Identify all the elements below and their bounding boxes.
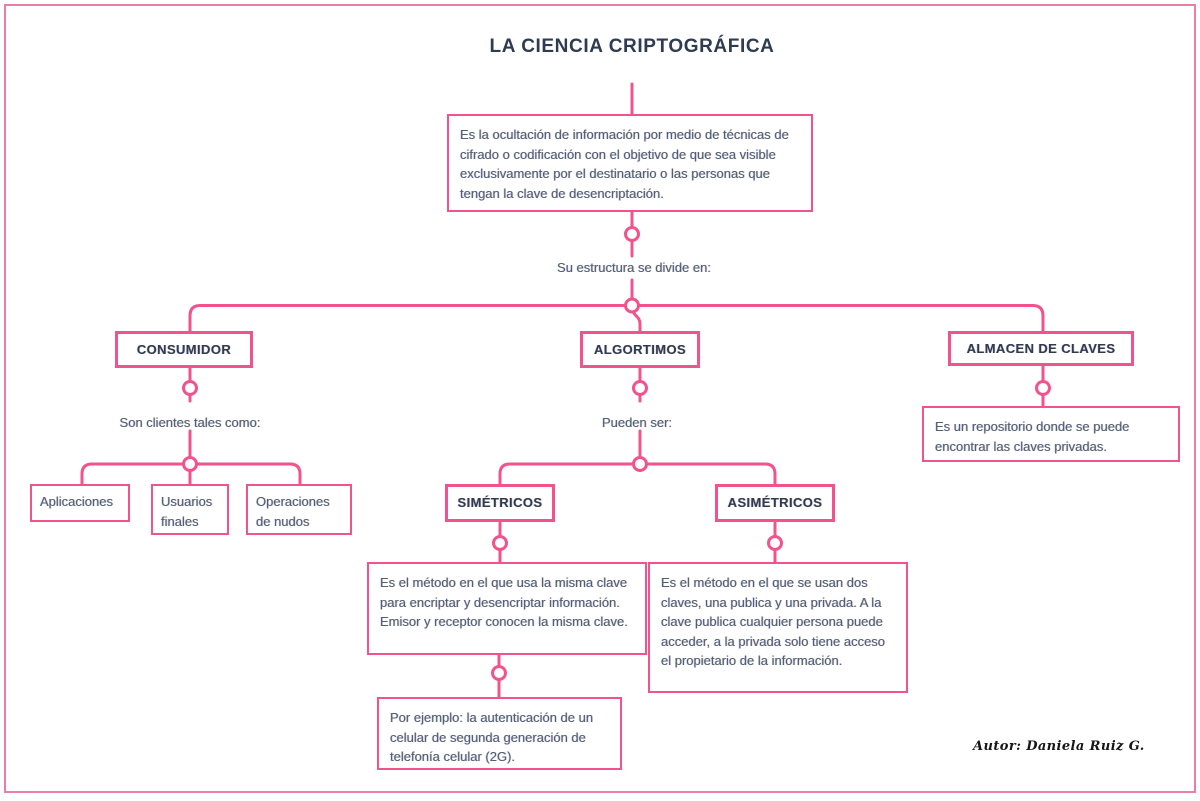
node-dot xyxy=(767,535,783,551)
simetricos-example: Por ejemplo: la autenticación de un celu… xyxy=(377,697,622,770)
node-dot xyxy=(632,380,648,396)
node-dot xyxy=(492,535,508,551)
node-dot xyxy=(182,456,198,472)
asimetricos-description: Es el método en el que se usan dos clave… xyxy=(648,562,908,693)
leaf-usuarios-finales: Usuarios finales xyxy=(151,484,229,535)
connector-main-rail xyxy=(188,304,1045,333)
node-dot xyxy=(182,380,198,396)
algoritmos-sublabel: Pueden ser: xyxy=(601,415,673,430)
almacen-description: Es un repositorio donde se puede encontr… xyxy=(922,406,1180,462)
author-signature: Autor: Daniela Ruiz G. xyxy=(973,739,1145,754)
definition-box: Es la ocultación de información por medi… xyxy=(447,114,813,212)
node-dot xyxy=(1035,380,1051,396)
node-asimetricos: ASIMÉTRICOS xyxy=(715,484,835,522)
consumidor-sublabel: Son clientes tales como: xyxy=(119,415,261,430)
leaf-aplicaciones: Aplicaciones xyxy=(30,484,130,522)
page-title: LA CIENCIA CRIPTOGRÁFICA xyxy=(489,36,775,57)
branch-algoritmos: ALGORTIMOS xyxy=(580,331,700,368)
node-dot xyxy=(624,297,640,314)
node-dot xyxy=(632,456,648,472)
branch-almacen-de-claves: ALMACEN DE CLAVES xyxy=(948,331,1134,366)
node-simetricos: SIMÉTRICOS xyxy=(445,484,555,522)
leaf-operaciones-nudos: Operaciones de nudos xyxy=(246,484,352,535)
simetricos-description: Es el método en el que usa la misma clav… xyxy=(367,562,647,655)
branch-consumidor: CONSUMIDOR xyxy=(115,331,253,368)
node-dot xyxy=(624,226,640,242)
divider-label: Su estructura se divide en: xyxy=(557,260,711,275)
node-dot xyxy=(491,665,507,681)
